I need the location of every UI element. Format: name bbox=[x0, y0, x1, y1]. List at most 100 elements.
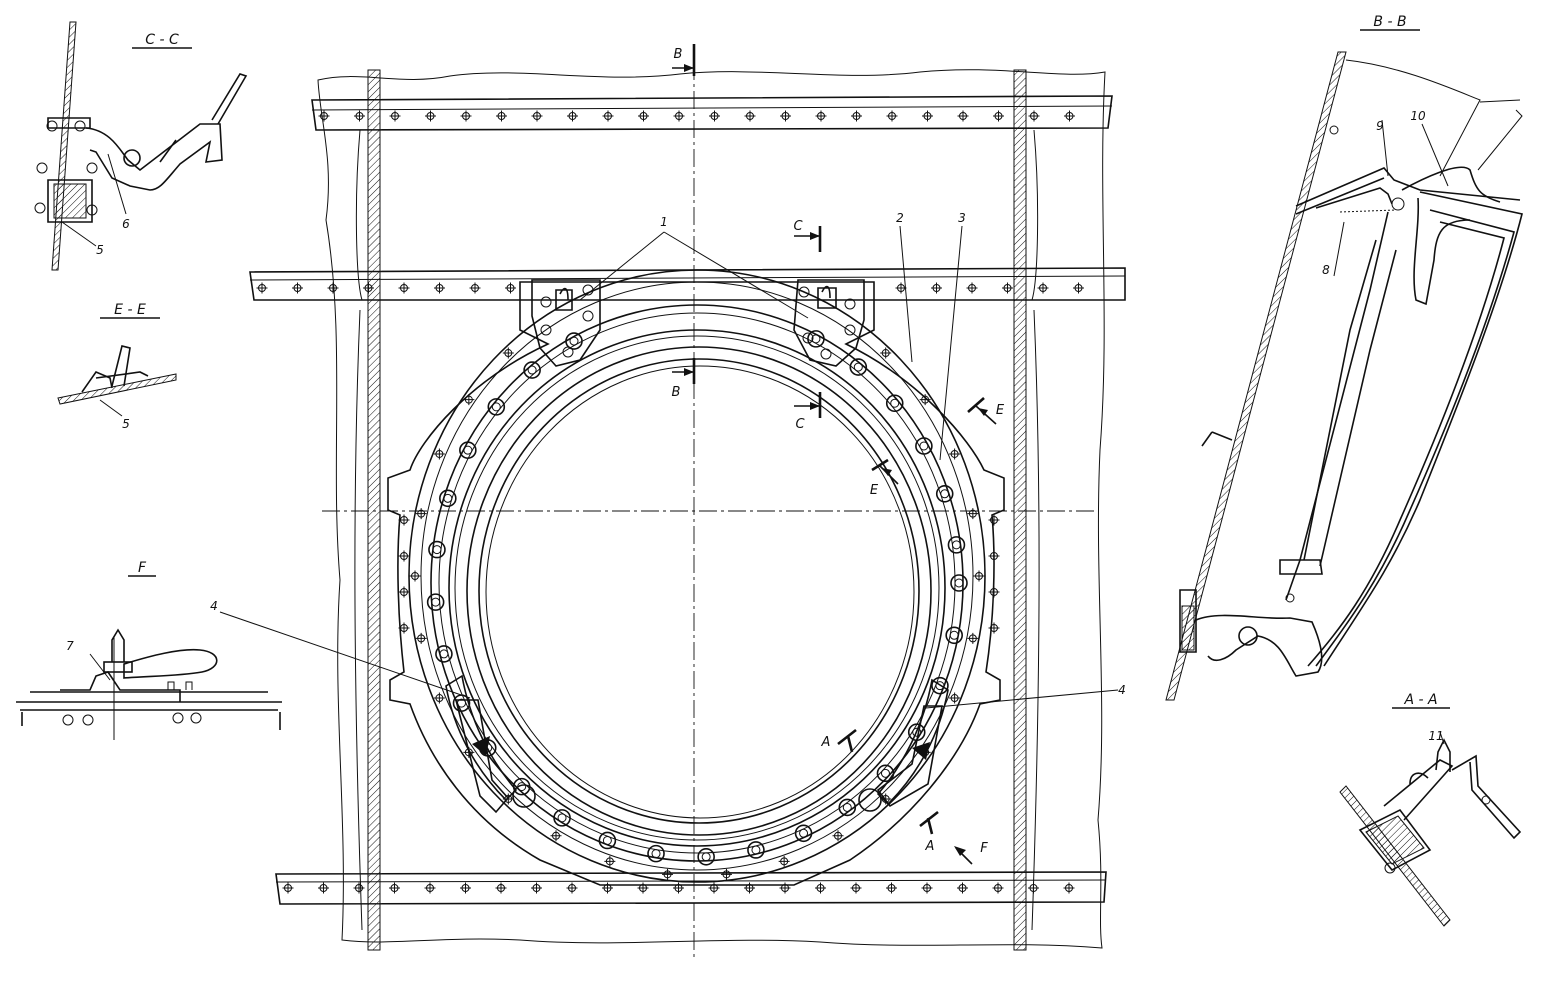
left-frame bbox=[367, 69, 381, 951]
mark-a-1: A bbox=[821, 735, 831, 750]
rivet-cross bbox=[398, 282, 410, 294]
bolt-shank bbox=[935, 681, 945, 691]
rivet-cross bbox=[931, 282, 942, 294]
bolt-head bbox=[553, 809, 571, 827]
rivet-cross bbox=[353, 882, 365, 894]
title-c-c: C - C bbox=[145, 32, 179, 48]
rivet-cross bbox=[425, 110, 436, 122]
rivet-cross bbox=[460, 110, 472, 122]
bolt-shank bbox=[799, 828, 809, 838]
bolt-shank bbox=[751, 845, 761, 855]
bolt-shank bbox=[602, 835, 612, 845]
rivet-cross bbox=[409, 570, 421, 582]
bolt-head bbox=[426, 593, 445, 611]
rivet-cross bbox=[398, 586, 410, 598]
rivet-cross bbox=[389, 110, 401, 122]
stringer-bottom bbox=[275, 871, 1107, 905]
bolt-shank bbox=[701, 852, 711, 862]
rivet-cross bbox=[292, 282, 303, 294]
bolt-shank bbox=[880, 768, 890, 778]
labels: C - C E - E F B - B A - A B B C C E E A … bbox=[66, 14, 1443, 856]
mark-e-1: E bbox=[996, 403, 1005, 418]
bolt-head bbox=[915, 437, 933, 455]
bolt-head bbox=[849, 358, 868, 376]
section-indicator-a-1 bbox=[837, 728, 857, 753]
rivet-cross bbox=[495, 882, 507, 894]
rivet-cross bbox=[921, 882, 933, 894]
bolt-head bbox=[598, 831, 617, 850]
bolt-head bbox=[697, 848, 715, 866]
bolt-shank bbox=[491, 402, 501, 412]
main-view bbox=[219, 44, 1126, 960]
mark-e-2: E bbox=[870, 483, 879, 498]
rivet-cross bbox=[662, 868, 674, 880]
section-indicator-b-mid bbox=[672, 358, 696, 384]
ring-rivets bbox=[409, 347, 985, 880]
rivet-cross bbox=[354, 110, 365, 122]
rivet-cross bbox=[604, 855, 616, 867]
bolt-shank bbox=[463, 445, 473, 455]
rivet-cross bbox=[815, 110, 827, 122]
frame-ring-3 bbox=[448, 329, 946, 847]
bolt-head bbox=[487, 398, 506, 416]
rivet-cross bbox=[602, 110, 614, 122]
outer-doubler-ring bbox=[408, 269, 986, 883]
rivet-cross bbox=[1028, 110, 1040, 122]
section-indicator-c-top bbox=[794, 226, 822, 252]
rivet-cross bbox=[988, 586, 1000, 598]
rivet-cross bbox=[415, 632, 427, 644]
rivet-cross bbox=[967, 632, 979, 644]
bolt-shank bbox=[439, 649, 449, 659]
reinforcing-plate bbox=[387, 281, 1005, 886]
rivet-cross bbox=[327, 282, 339, 294]
callout-5-ee: 5 bbox=[122, 417, 130, 431]
callout-9: 9 bbox=[1376, 119, 1384, 133]
bolt-head bbox=[565, 332, 583, 350]
bolt-shank bbox=[949, 630, 959, 640]
callout-6: 6 bbox=[122, 217, 130, 231]
rivet-cross bbox=[363, 282, 374, 294]
callout-1: 1 bbox=[660, 215, 668, 229]
bolt-shank bbox=[431, 597, 441, 607]
rivet-cross bbox=[505, 282, 516, 294]
title-a-a: A - A bbox=[1403, 692, 1437, 708]
rivet-cross bbox=[744, 110, 756, 122]
rivet-cross bbox=[550, 830, 562, 842]
bolt-head bbox=[439, 489, 457, 508]
stringer-rivets bbox=[256, 110, 1084, 894]
rivet-cross bbox=[815, 882, 826, 894]
leader-4-right bbox=[925, 689, 1119, 709]
rivet-cross bbox=[638, 110, 649, 122]
rivet-cross bbox=[282, 882, 294, 894]
rivet-cross bbox=[496, 110, 507, 122]
rivet-cross bbox=[832, 830, 844, 842]
mark-f: F bbox=[980, 841, 988, 856]
rivet-cross bbox=[922, 110, 933, 122]
rivet-cross bbox=[318, 110, 330, 122]
leader-2 bbox=[899, 225, 913, 363]
section-indicator-e-2 bbox=[871, 458, 899, 485]
rivet-cross bbox=[886, 110, 898, 122]
section-c-c bbox=[34, 21, 248, 271]
callout-11: 11 bbox=[1428, 729, 1443, 743]
rivet-cross bbox=[398, 514, 410, 526]
bolt-head bbox=[947, 536, 966, 554]
rivet-cross bbox=[389, 882, 400, 894]
bolt-head bbox=[950, 574, 968, 592]
rivet-cross bbox=[531, 110, 543, 122]
rivet-cross bbox=[779, 882, 791, 894]
rivet-cross bbox=[433, 448, 445, 460]
bolt-shank bbox=[853, 362, 863, 372]
rivet-cross bbox=[988, 550, 1000, 562]
bolt-shank bbox=[569, 336, 579, 346]
callout-4-right: 4 bbox=[1118, 683, 1126, 697]
bolt-head bbox=[794, 824, 813, 843]
section-b-b bbox=[1165, 29, 1523, 701]
stringer-top bbox=[311, 95, 1113, 131]
left-handle bbox=[445, 674, 536, 814]
rivet-cross bbox=[1064, 110, 1075, 122]
hatch-cover-rim bbox=[466, 346, 932, 836]
bolt-shank bbox=[811, 334, 821, 344]
mark-c-mid: C bbox=[795, 417, 805, 432]
